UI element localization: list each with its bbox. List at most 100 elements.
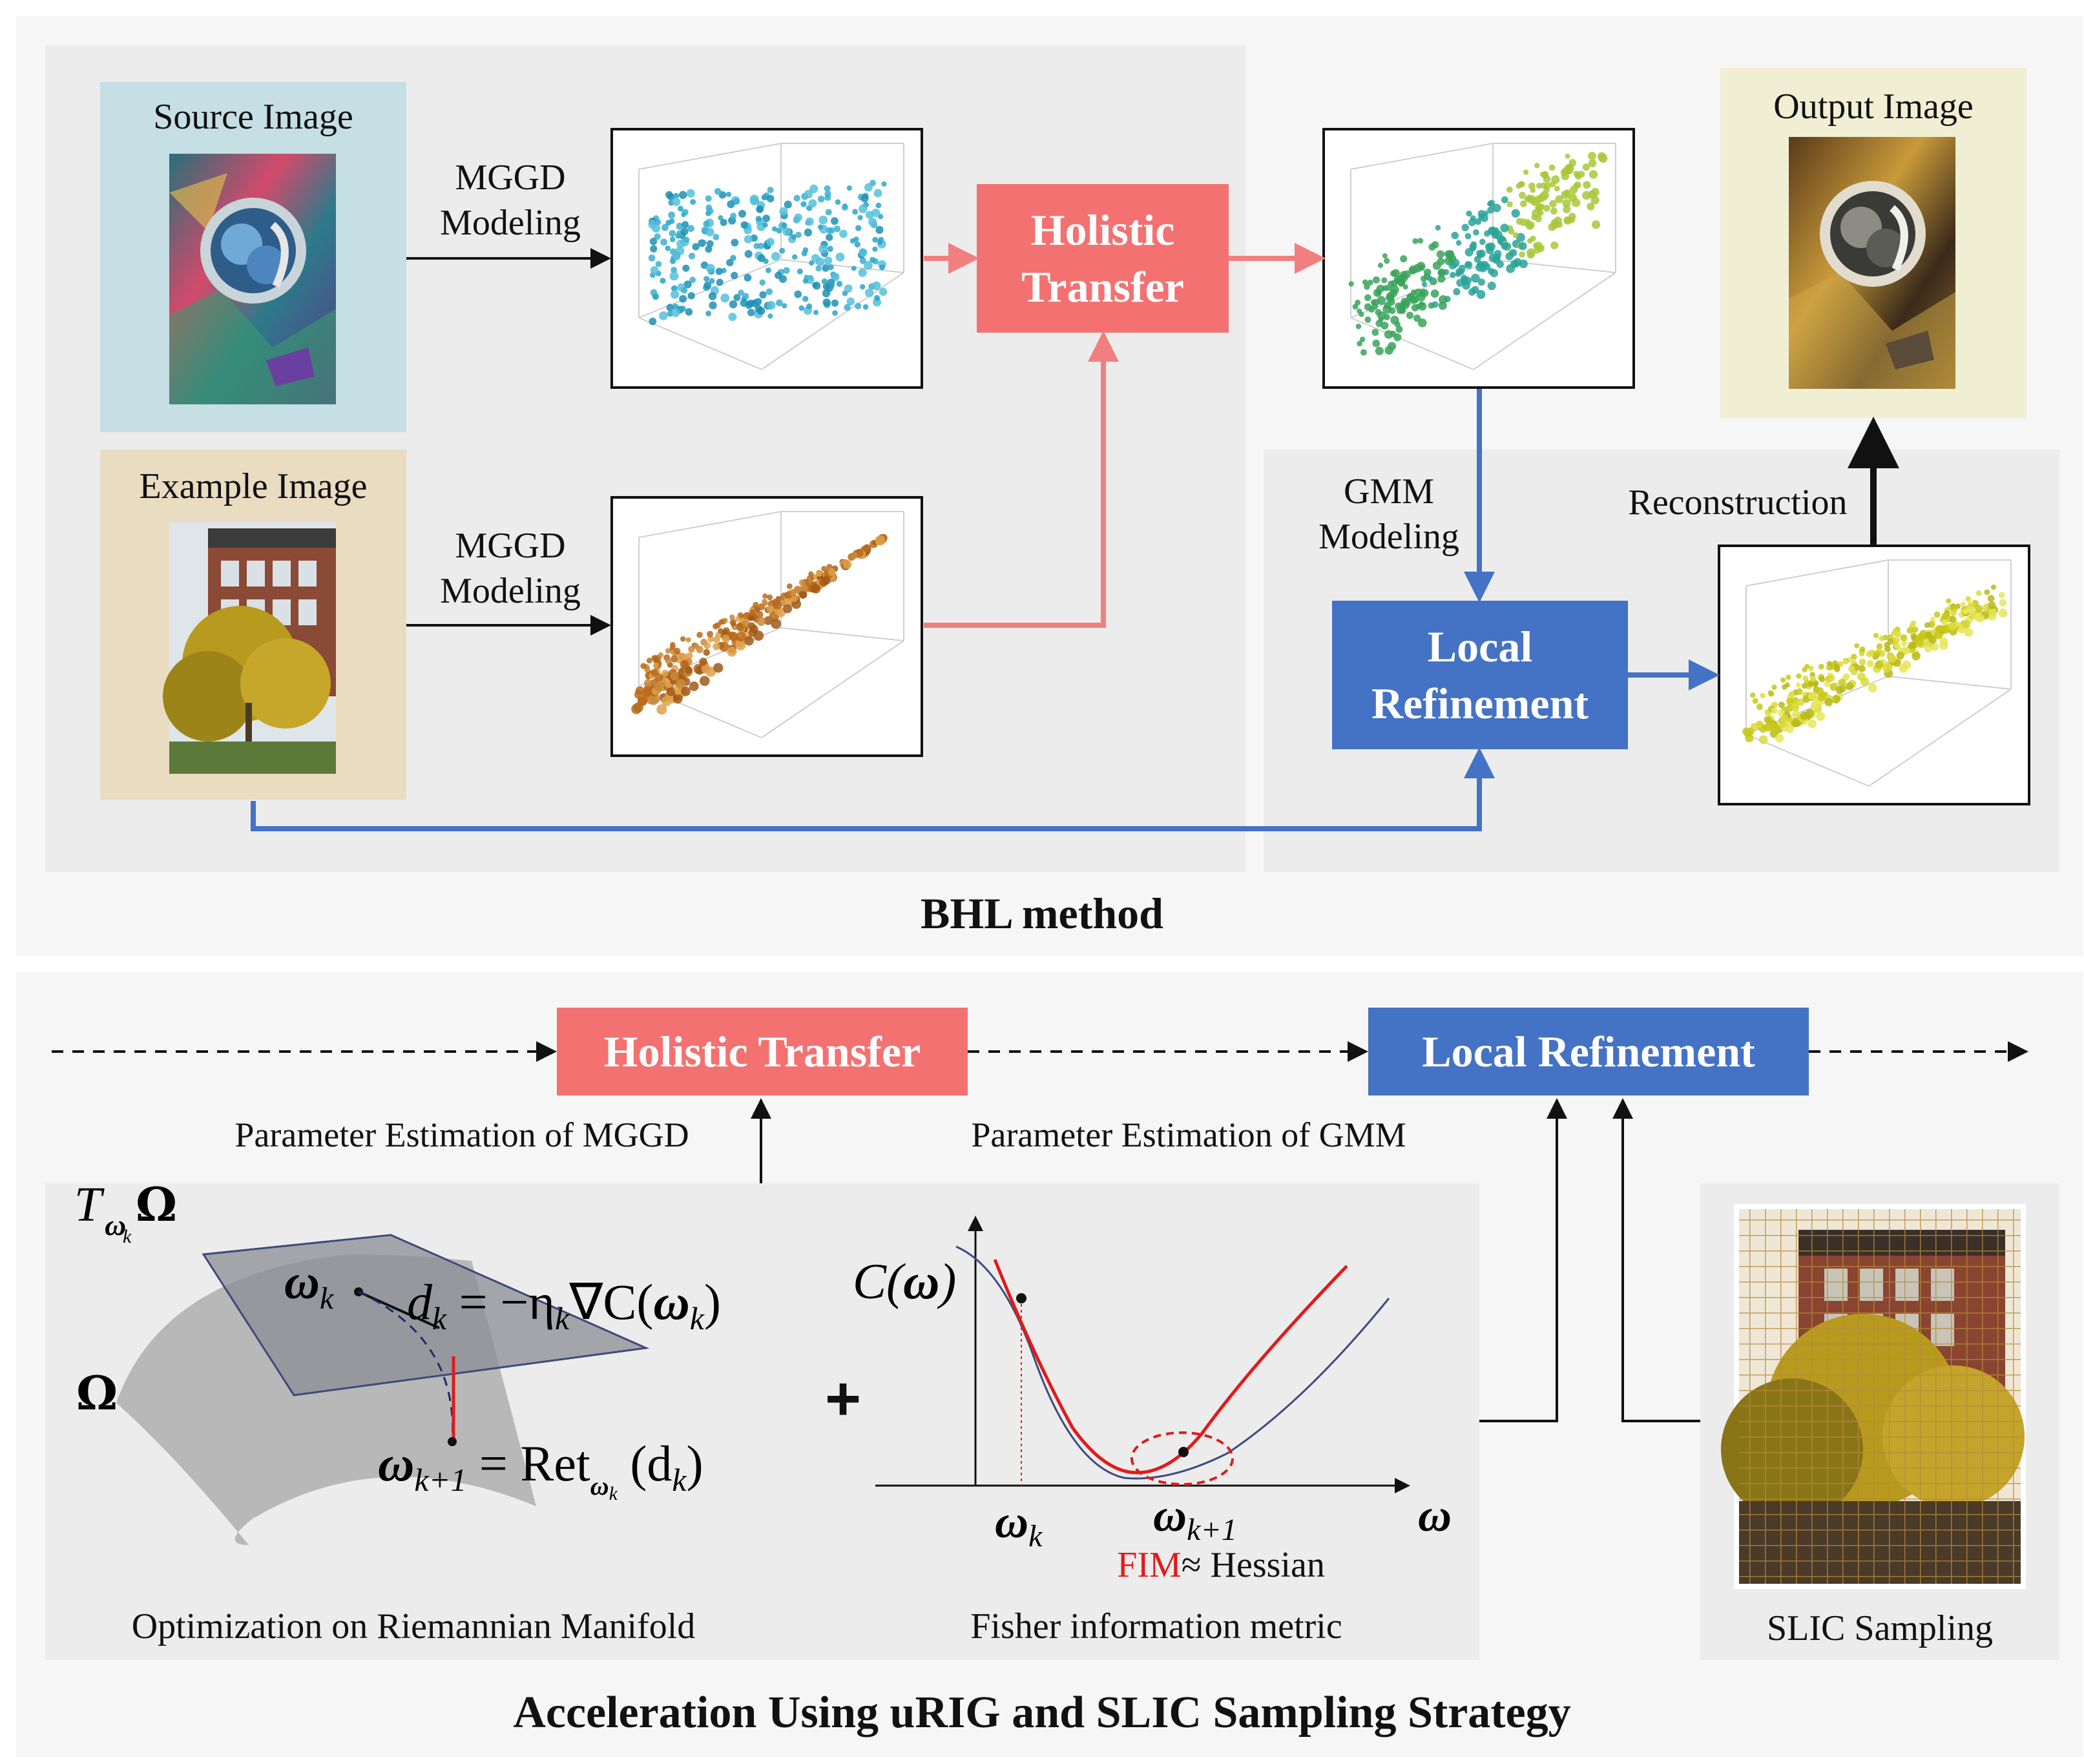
scatter-point — [731, 238, 739, 247]
scatter-point — [665, 220, 672, 226]
scatter-point — [1792, 709, 1800, 718]
scatter-point — [1990, 585, 1997, 590]
scatter-point — [806, 303, 813, 309]
scatter-point — [665, 191, 673, 199]
scatter-point — [1516, 218, 1523, 225]
scatter-point — [738, 210, 747, 218]
source-image-picture — [169, 154, 336, 404]
scatter-point — [815, 265, 822, 272]
scatter-point — [835, 199, 841, 205]
scatter-point — [683, 280, 692, 289]
scatter-point — [1487, 281, 1496, 291]
scatter-point — [689, 681, 699, 691]
scatter-point — [846, 297, 855, 306]
scatter-point — [1453, 288, 1461, 296]
scatter-point — [681, 653, 688, 660]
scatter-point — [859, 257, 866, 264]
scatter-point — [817, 195, 825, 203]
scatter-point — [656, 704, 667, 715]
scatter-point — [1760, 692, 1766, 699]
scatter-point — [761, 194, 767, 201]
scatter-point — [1449, 271, 1456, 278]
scatter-point — [808, 199, 817, 208]
scatter-point — [680, 636, 686, 642]
scatter-point — [713, 643, 720, 650]
scatter-point — [1348, 281, 1354, 287]
scatter-point — [802, 296, 809, 302]
scatter-point — [771, 252, 780, 261]
scatter-point — [1778, 701, 1785, 709]
source-image-label: Source Image — [153, 97, 353, 137]
scatter-point — [1474, 218, 1482, 225]
scatter-point — [1391, 269, 1400, 278]
scatter-point — [1554, 216, 1563, 225]
scatter-point — [1384, 258, 1390, 264]
scatter-point — [1534, 163, 1540, 169]
scatter-point — [1562, 167, 1570, 175]
scatter-point — [1409, 267, 1416, 275]
scatter-point — [1375, 346, 1384, 355]
scatter-point — [703, 281, 712, 289]
scatter-point — [798, 305, 804, 311]
scatter-point — [654, 673, 663, 682]
scatter-point — [759, 279, 766, 286]
scatter-point — [730, 254, 736, 261]
scatter-point — [1534, 246, 1541, 254]
scatter-point — [672, 198, 681, 207]
scatter-point — [755, 305, 763, 313]
scatter-point — [804, 228, 813, 237]
scatter-point — [1364, 303, 1372, 311]
scatter-point — [818, 215, 828, 225]
scatter-point — [696, 645, 703, 654]
scatter-point — [771, 618, 781, 629]
scatter-point — [708, 292, 717, 300]
scatter-plot-source — [610, 128, 923, 389]
scatter-point — [826, 227, 833, 234]
scatter-point — [665, 245, 671, 251]
scatter-point — [680, 659, 689, 669]
scatter-point — [650, 265, 659, 275]
fim-label: FIM — [1117, 1545, 1182, 1585]
example-image-label: Example Image — [139, 466, 368, 506]
local-line2: Refinement — [1371, 679, 1589, 728]
scatter-point — [747, 622, 756, 630]
scatter-point — [1437, 268, 1446, 277]
scatter-point — [875, 202, 882, 209]
scatter-point — [825, 209, 832, 216]
scatter-point — [1930, 616, 1936, 622]
scatter-point — [1468, 218, 1476, 227]
scatter-point — [682, 209, 689, 216]
scatter-point — [879, 264, 886, 271]
scatter-point — [1355, 323, 1362, 329]
svg-text:k: k — [320, 1281, 335, 1316]
scatter-point — [1591, 220, 1601, 229]
scatter-point — [775, 271, 782, 280]
scatter-point — [1568, 213, 1576, 220]
scatter-point — [1590, 196, 1599, 205]
scatter-point — [679, 295, 687, 303]
scatter-point — [707, 636, 714, 643]
scatter-point — [669, 645, 676, 651]
gmm-modeling-line1: GMM — [1343, 472, 1435, 512]
scatter-point — [1876, 643, 1883, 650]
scatter-point — [1965, 596, 1972, 602]
scatter-point — [1826, 661, 1832, 667]
scatter-point — [753, 630, 764, 641]
scatter-point — [1417, 262, 1426, 271]
scatter-point — [876, 535, 886, 545]
scatter-point — [730, 213, 737, 220]
scatter-point — [1845, 682, 1854, 690]
scatter-point — [1933, 611, 1941, 618]
local-line1: Local — [1427, 621, 1533, 671]
scatter-point — [783, 267, 790, 275]
scatter-point — [755, 607, 760, 612]
scatter-point — [1906, 627, 1913, 634]
scatter-point — [1375, 309, 1382, 316]
scatter-point — [1518, 181, 1525, 188]
scatter-point — [794, 290, 802, 298]
scatter-point — [1796, 688, 1803, 695]
scatter-point — [1550, 207, 1558, 215]
scatter-point — [864, 183, 873, 192]
scatter-point — [1578, 171, 1585, 178]
scatter-point — [749, 615, 755, 621]
